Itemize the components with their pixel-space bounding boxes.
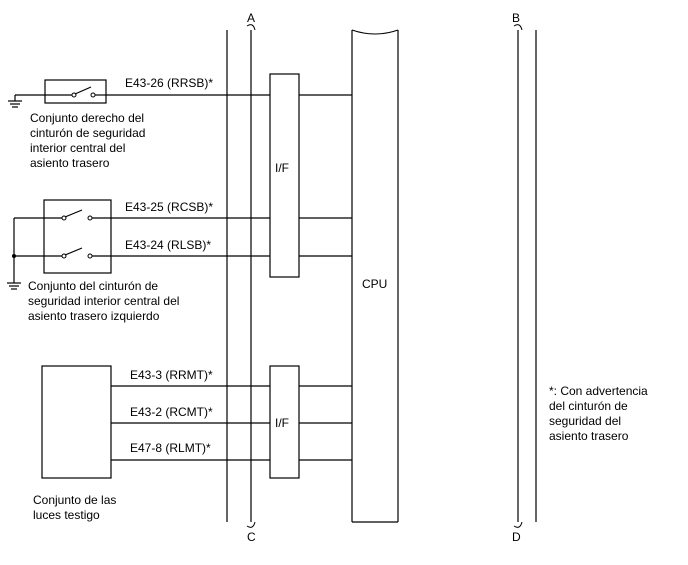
bus-line-a-c xyxy=(226,24,256,528)
warning-lights-wires xyxy=(111,385,352,461)
bus-label-d: D xyxy=(512,530,521,544)
footnote: *: Con advertencia del cinturón de segur… xyxy=(549,384,651,443)
left-belt-label: Conjunto del cinturón de seguridad inter… xyxy=(28,279,183,323)
bus-label-a: A xyxy=(247,11,255,25)
signal-rrmt: E43-3 (RRMT)* xyxy=(130,368,213,382)
bus-label-b: B xyxy=(512,11,520,25)
signal-rcsb: E43-25 (RCSB)* xyxy=(125,200,213,214)
bus-line-b-d xyxy=(513,24,537,528)
right-belt-switch xyxy=(8,79,270,108)
cpu-label: CPU xyxy=(362,277,387,291)
warning-lights-box xyxy=(41,365,112,479)
warning-lights-label: Conjunto de las luces testigo xyxy=(33,493,120,522)
signal-rcmt: E43-2 (RCMT)* xyxy=(130,405,213,419)
interface-label-top: I/F xyxy=(275,161,289,175)
interface-label-bottom: I/F xyxy=(275,416,289,430)
cpu-block xyxy=(351,29,399,523)
right-belt-label: Conjunto derecho del cinturón de segurid… xyxy=(30,111,149,170)
signal-rlsb: E43-24 (RLSB)* xyxy=(125,238,211,252)
interface-block-bottom xyxy=(269,365,300,479)
interface-block-top xyxy=(269,73,300,278)
bus-label-c: C xyxy=(247,530,256,544)
signal-rlmt: E47-8 (RLMT)* xyxy=(130,441,211,455)
signal-rrsb: E43-26 (RRSB)* xyxy=(125,76,213,90)
left-belt-switch-assembly xyxy=(7,199,270,290)
